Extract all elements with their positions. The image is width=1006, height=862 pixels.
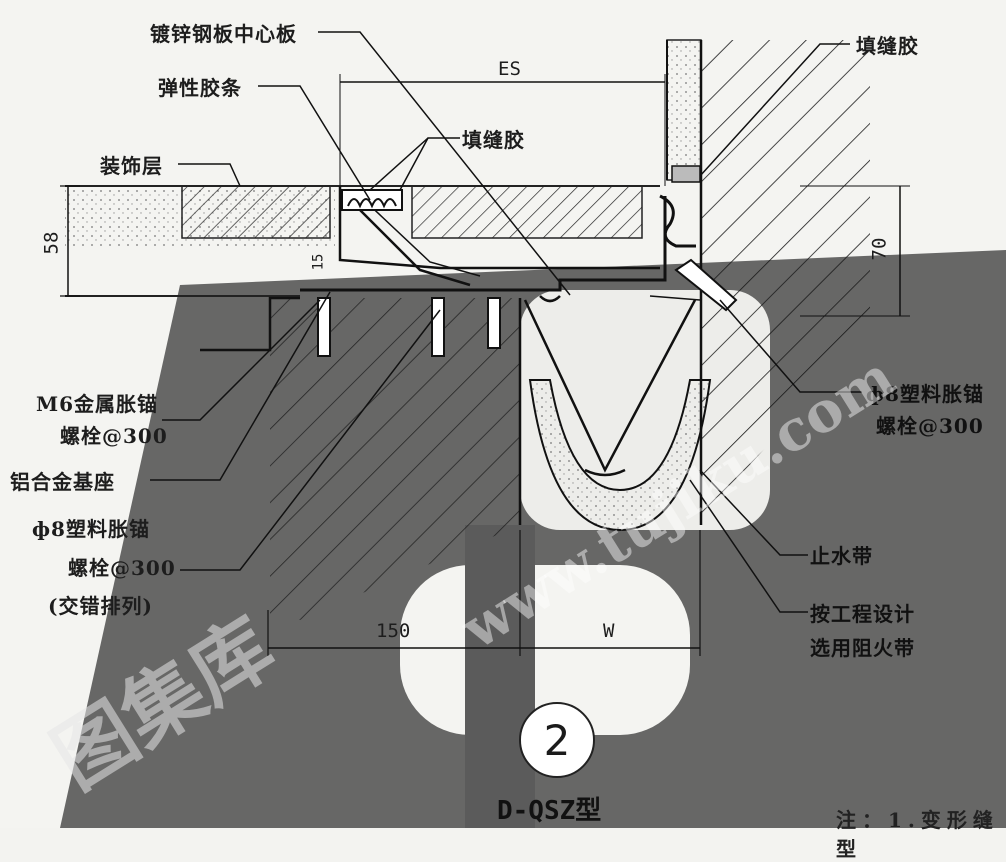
dim-58: 58 bbox=[40, 231, 63, 255]
label-decor-layer: 装饰层 bbox=[100, 154, 163, 178]
right-wall-structure bbox=[701, 40, 870, 520]
center-plate bbox=[338, 186, 660, 270]
label-sealant-right: 填缝胶 bbox=[856, 34, 919, 58]
m6-anchor-bolt bbox=[317, 297, 331, 357]
label-sealant-mid: 填缝胶 bbox=[462, 128, 525, 152]
label-center-plate: 镀锌钢板中心板 bbox=[150, 22, 297, 46]
expansion-joint-drawing bbox=[60, 31, 1006, 828]
leader-lines bbox=[150, 31, 862, 613]
dim-w: W bbox=[603, 620, 615, 642]
aluminum-base bbox=[300, 196, 667, 292]
waterstop bbox=[528, 379, 712, 532]
elastic-strip bbox=[341, 189, 403, 211]
right-wall-finish bbox=[666, 39, 702, 181]
dim-70: 70 bbox=[868, 237, 891, 261]
phi8-anchor-bolt-right bbox=[674, 258, 738, 312]
label-phi8-left-line2: 螺栓@300 bbox=[68, 556, 176, 580]
label-waterstop: 止水带 bbox=[810, 544, 873, 568]
label-firestop-line1: 按工程设计 bbox=[810, 602, 915, 626]
label-phi8-right-line2: 螺栓@300 bbox=[876, 414, 984, 438]
figure-number-circle: 2 bbox=[519, 702, 595, 778]
label-firestop-line2: 选用阻火带 bbox=[810, 636, 915, 660]
label-al-base: 铝合金基座 bbox=[10, 470, 115, 494]
firestop bbox=[523, 299, 697, 473]
phi8-anchor-bolt-left bbox=[431, 297, 445, 357]
dim-150: 150 bbox=[376, 620, 411, 642]
drawing-canvas: 镀锌钢板中心板 弹性胶条 装饰层 填缝胶 填缝胶 M6金属胀锚 螺栓@300 铝… bbox=[10, 22, 1006, 861]
figure-note: 注：1.变形缝型 bbox=[836, 808, 999, 861]
dim-es: ES bbox=[498, 58, 521, 80]
label-phi8-left-line3: (交错排列) bbox=[48, 594, 153, 618]
figure-number: 2 bbox=[543, 715, 571, 765]
label-phi8-right-line1: ф8塑料胀锚 bbox=[866, 382, 984, 406]
dim-small-vertical: 15 bbox=[310, 253, 327, 271]
left-decor-layer bbox=[181, 185, 331, 239]
label-m6-anchor-line1: M6金属胀锚 bbox=[36, 392, 159, 416]
right-decor-layer bbox=[411, 185, 643, 239]
label-elastic-strip: 弹性胶条 bbox=[158, 76, 242, 100]
label-phi8-left-line1: ф8塑料胀锚 bbox=[32, 517, 150, 541]
label-m6-anchor-line2: 螺栓@300 bbox=[60, 424, 168, 448]
left-structure bbox=[270, 298, 520, 620]
figure-title: D-QSZ型 bbox=[497, 796, 602, 826]
